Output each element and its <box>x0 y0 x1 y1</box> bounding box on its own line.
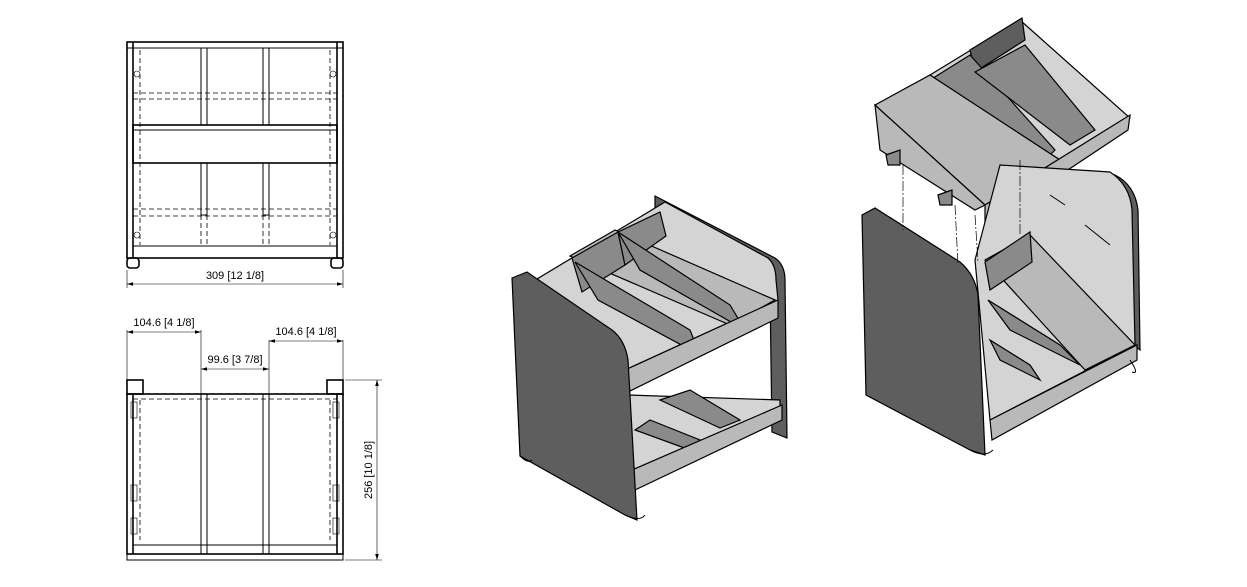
dimension-left-bay: 104.6 [4 1/8] <box>133 317 194 329</box>
dimension-overall-width: 309 [12 1/8] <box>206 270 264 282</box>
dimension-depth: 256 [10 1/8] <box>363 441 375 499</box>
dimension-right-bay: 104.6 [4 1/8] <box>275 326 336 338</box>
front-view: 309 [12 1/8] <box>126 41 344 288</box>
dimension-middle-bay: 99.6 [3 7/8] <box>207 354 262 366</box>
exploded-isometric-view <box>861 17 1141 456</box>
assembled-isometric-view <box>511 195 788 521</box>
top-view: 104.6 [4 1/8] 99.6 [3 7/8] 104.6 [4 1/8]… <box>126 317 382 561</box>
